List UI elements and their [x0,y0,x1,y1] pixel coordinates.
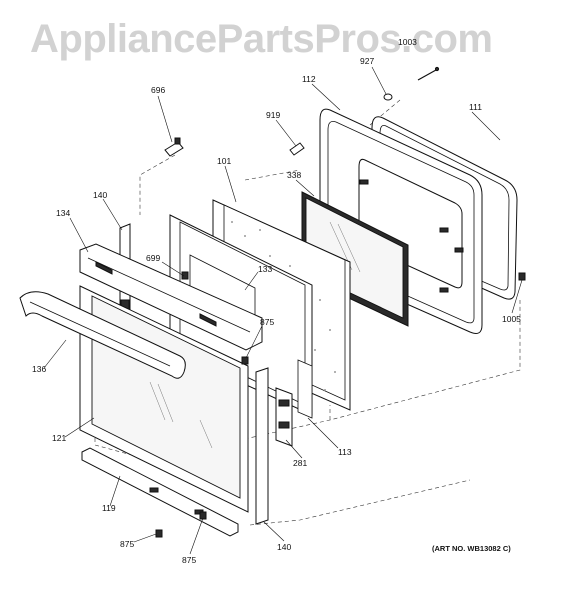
part-140-right-side-trim [255,367,269,525]
part-875-screw-bottom-left [155,529,163,538]
part-927-washer [383,93,393,101]
part-875-screw-bottom-center [199,511,207,520]
callout-338: 338 [287,170,301,180]
part-113-side-trim [297,359,313,419]
watermark-text: AppliancePartsPros.com [30,17,493,61]
part-119-bottom-trim [81,447,239,537]
callout-919: 919 [266,110,280,120]
callout-281: 281 [293,458,307,468]
part-1003-screw [417,66,440,81]
part-134-vent-trim [79,243,263,351]
callout-labels: 696 919 927 1003 112 111 101 338 140 134… [32,37,521,565]
callout-875-mid: 875 [260,317,274,327]
part-699-screw [181,271,189,280]
callout-112: 112 [302,74,316,84]
part-281-hinge [275,387,293,447]
callout-121: 121 [52,433,66,443]
part-1005-screw [518,272,526,281]
callout-1003: 1003 [398,37,417,47]
callout-111: 111 [469,102,482,112]
callout-875-bottom-left: 875 [120,539,134,549]
callout-140-top: 140 [93,190,107,200]
callout-1005: 1005 [502,314,521,324]
callout-leaders [43,66,523,555]
callout-133: 133 [258,264,272,274]
part-875-screw-mid [241,356,249,365]
part-338-inner-glass [301,191,409,327]
callout-119: 119 [102,503,116,513]
part-696-screw [164,137,184,157]
callout-134: 134 [56,208,70,218]
callout-875-bottom-center: 875 [182,555,196,565]
callout-113: 113 [338,447,352,457]
part-919-pin [289,142,305,156]
callout-699: 699 [146,253,160,263]
art-number: (ART NO. WB13082 C) [432,544,511,553]
part-136-door-handle [19,291,186,379]
callout-136: 136 [32,364,46,374]
callout-140-bottom: 140 [277,542,291,552]
callout-927: 927 [360,56,374,66]
callout-696: 696 [151,85,165,95]
callout-101: 101 [217,156,231,166]
